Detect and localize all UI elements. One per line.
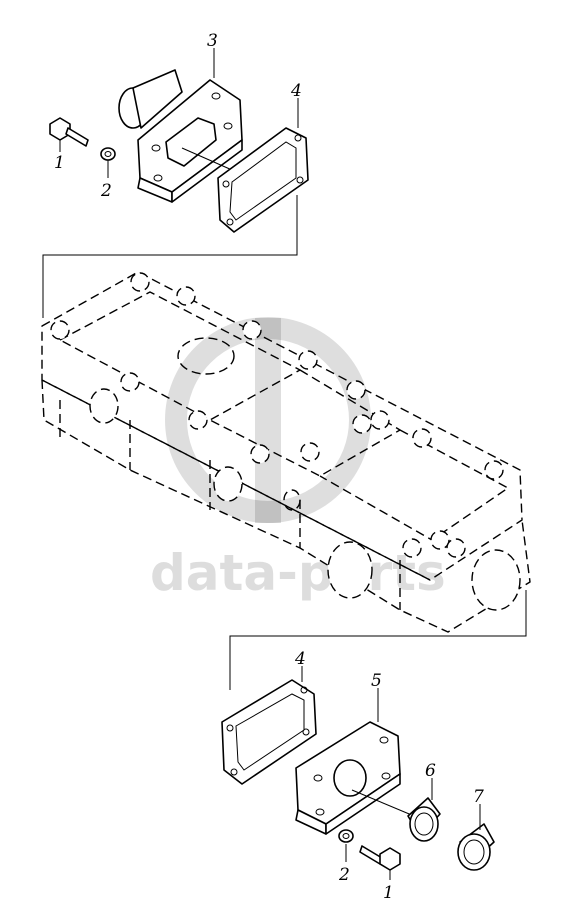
watermark: data-parts (150, 317, 446, 602)
callout-1-top: 1 (54, 153, 65, 173)
connector-line-bottom (229, 590, 527, 690)
callout-2-bottom: 2 (338, 865, 350, 885)
callout-2-top: 2 (100, 181, 112, 201)
seal-part-7 (457, 823, 495, 871)
callout-3: 3 (207, 31, 218, 51)
gasket-part-4-top (217, 127, 309, 233)
callout-6: 6 (425, 761, 436, 781)
watermark-text: data-parts (150, 544, 446, 602)
callout-4-top: 4 (290, 81, 302, 101)
callout-7: 7 (473, 787, 484, 807)
gasket-part-4-bottom (221, 679, 317, 785)
washer-part-2-bottom (338, 829, 354, 843)
seal-part-6 (407, 797, 441, 842)
cover-plate-part-5 (295, 721, 415, 835)
bolt-part-1-bottom (359, 845, 401, 871)
transmission-housing (41, 271, 531, 633)
callout-5: 5 (371, 671, 382, 691)
watermark-logo-bar (255, 318, 281, 523)
washer-part-2-top (100, 147, 116, 161)
bolt-part-1-top (49, 117, 89, 147)
callout-4-bottom: 4 (294, 649, 306, 669)
flange-cover-part-3 (118, 69, 243, 203)
callout-1-bottom: 1 (383, 883, 394, 903)
connector-line-top (42, 195, 298, 318)
